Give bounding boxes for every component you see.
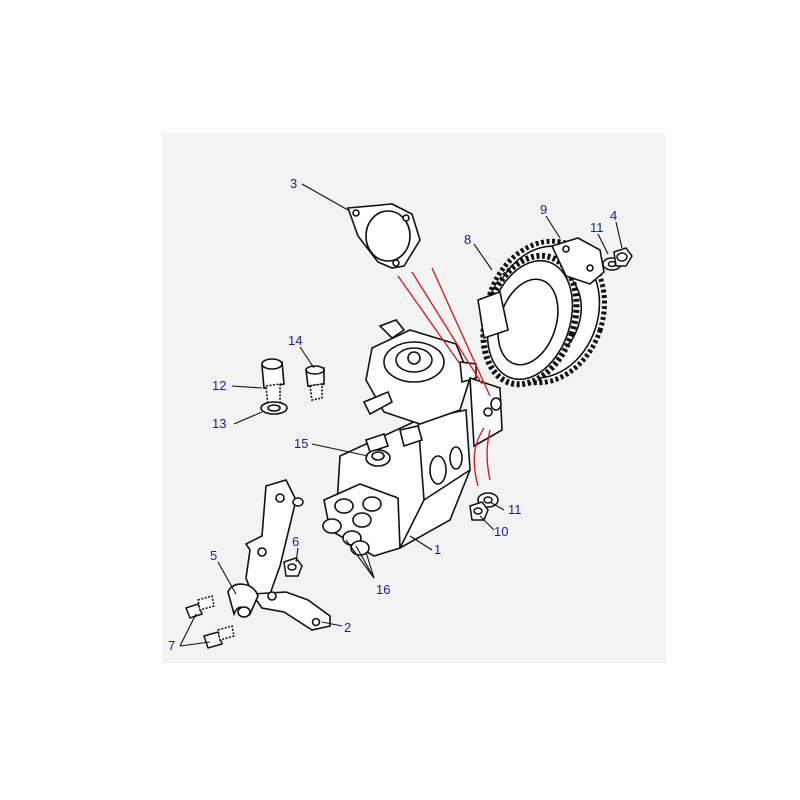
label-part-16: 16 <box>376 582 390 597</box>
label-part-11-lower: 11 <box>508 502 522 517</box>
clip-drawing <box>227 583 259 618</box>
part-labels: 3 9 11 4 8 14 12 13 15 11 10 1 6 5 16 2 … <box>168 176 617 653</box>
label-part-11-top: 11 <box>590 220 604 235</box>
label-part-9: 9 <box>540 202 547 217</box>
label-part-7: 7 <box>168 638 175 653</box>
gasket-drawing <box>346 203 421 269</box>
label-part-8: 8 <box>464 232 471 247</box>
label-part-4: 4 <box>610 208 617 223</box>
label-part-15: 15 <box>294 436 308 451</box>
label-part-2: 2 <box>344 620 351 635</box>
nut-6-drawing <box>283 497 304 577</box>
label-part-10: 10 <box>494 524 508 539</box>
bolt-14-drawing <box>305 365 325 401</box>
nut-washer-top-drawing <box>602 247 633 271</box>
pump-body-drawing <box>322 319 503 557</box>
label-part-1: 1 <box>434 542 441 557</box>
label-part-5: 5 <box>210 548 217 563</box>
label-part-3: 3 <box>290 176 297 191</box>
label-part-6: 6 <box>292 534 299 549</box>
label-part-13: 13 <box>212 416 226 431</box>
label-part-12: 12 <box>212 378 226 393</box>
pump-gear-drawing <box>477 237 607 388</box>
leader-lines <box>179 183 623 647</box>
nut-washer-lower-drawing <box>469 492 499 521</box>
label-part-14: 14 <box>288 333 302 348</box>
bolts-7-drawing <box>185 595 235 649</box>
banjo-bolt-drawing <box>260 358 288 415</box>
assembly-routing-lines <box>397 267 491 487</box>
